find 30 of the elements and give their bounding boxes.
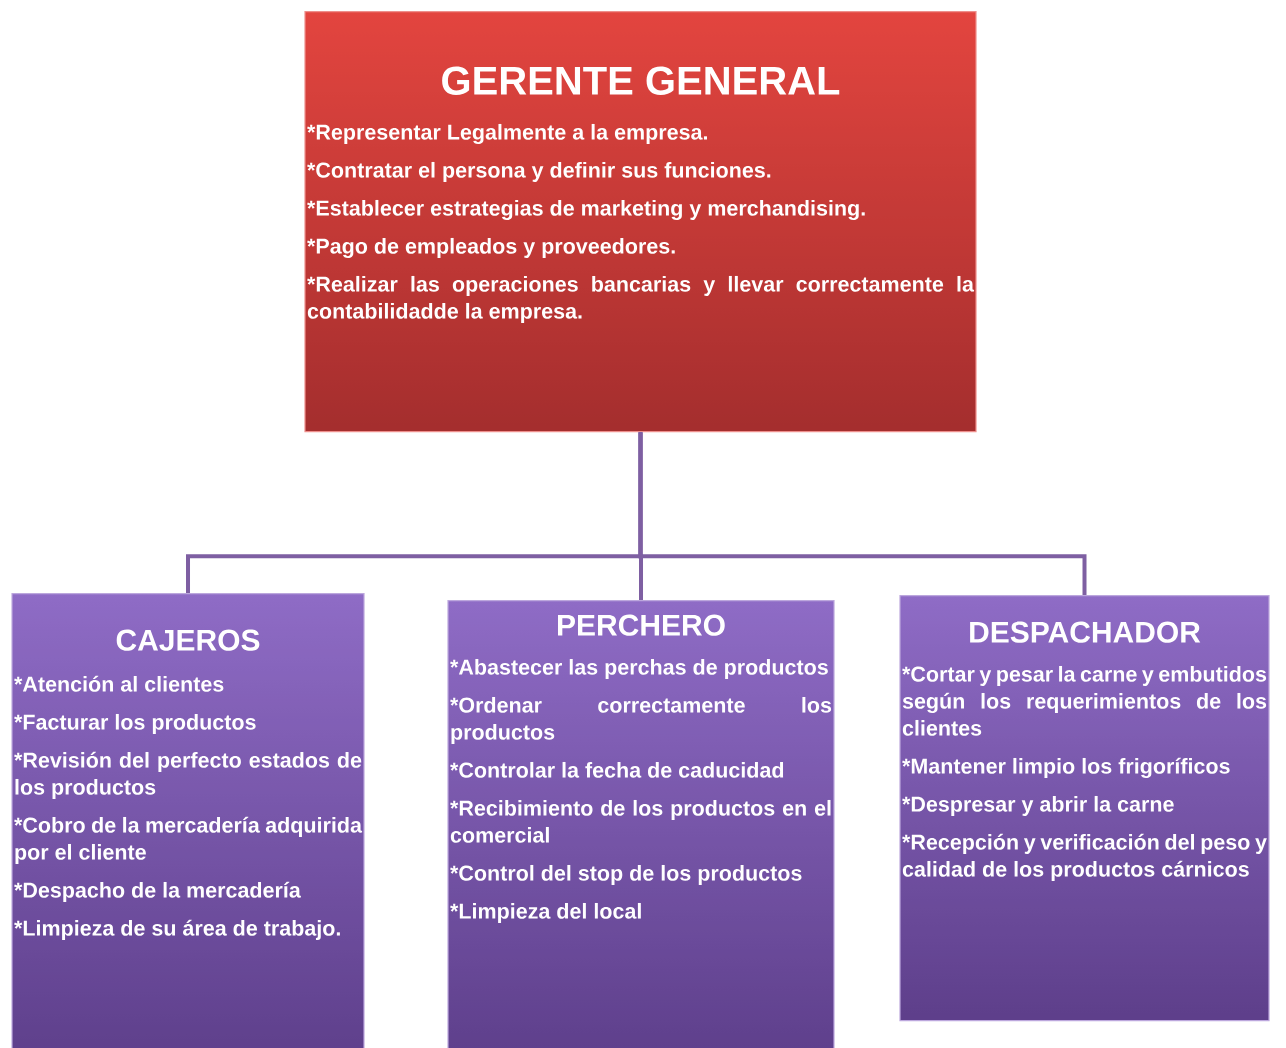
duty-text: *Abastecer las perchas de productos xyxy=(450,658,828,679)
duty-text: *Mantener limpio los frigoríficos xyxy=(902,757,1230,779)
connector-line xyxy=(638,432,1087,595)
duty-text: *Realizar las operaciones bancarias y llevar correctamente la contabilidadde la empresa. xyxy=(307,275,975,323)
role-box xyxy=(447,600,835,1048)
duty-text: *Controlar la fecha de caducidad xyxy=(450,761,784,778)
duty-text: *Facturar los productos xyxy=(14,713,256,734)
duty-text: *Limpieza del local xyxy=(450,902,641,923)
box-title: DESPACHADOR xyxy=(970,621,1201,643)
duty-text: *Despresar y abrir la carne xyxy=(902,795,1174,816)
duty-text: *Contratar el persona y definir sus funciones. xyxy=(307,161,771,182)
duty-text: *Limpieza de su área de trabajo. xyxy=(14,919,340,940)
duty-text: *Representar Legalmente a la empresa. xyxy=(307,123,707,145)
duty-text: *Control del stop de los productos xyxy=(450,864,802,885)
duty-text: *Revisión del perfecto estados de los productos xyxy=(14,751,362,799)
duty-text: *Ordenar correctamente los productos xyxy=(450,696,832,744)
duty-text: *Atención al clientes xyxy=(14,675,224,692)
role-box xyxy=(899,595,1270,1022)
duty-text: *Cortar y pesar la carne y embutidos según los requerimientos de los clientes xyxy=(902,665,1267,736)
box-title: CAJEROS xyxy=(116,629,260,651)
duty-text: *Despacho de la mercadería xyxy=(14,881,301,902)
role-box xyxy=(11,593,365,1048)
duty-text: *Cobro de la mercadería adquirida por el cliente xyxy=(14,816,363,864)
duty-text: *Pago de empleados y proveedores. xyxy=(307,237,675,259)
box-title: PERCHERO xyxy=(558,614,725,636)
box-title: GERENTE GENERAL xyxy=(442,66,840,95)
duty-text: *Establecer estrategias de marketing y merchandising. xyxy=(307,199,865,221)
duty-text: *Recepción y verificación del peso y calidad de los productos cárnicos xyxy=(902,833,1267,881)
role-box xyxy=(304,11,977,433)
duty-text: *Recibimiento de los productos en el comercial xyxy=(450,799,831,843)
